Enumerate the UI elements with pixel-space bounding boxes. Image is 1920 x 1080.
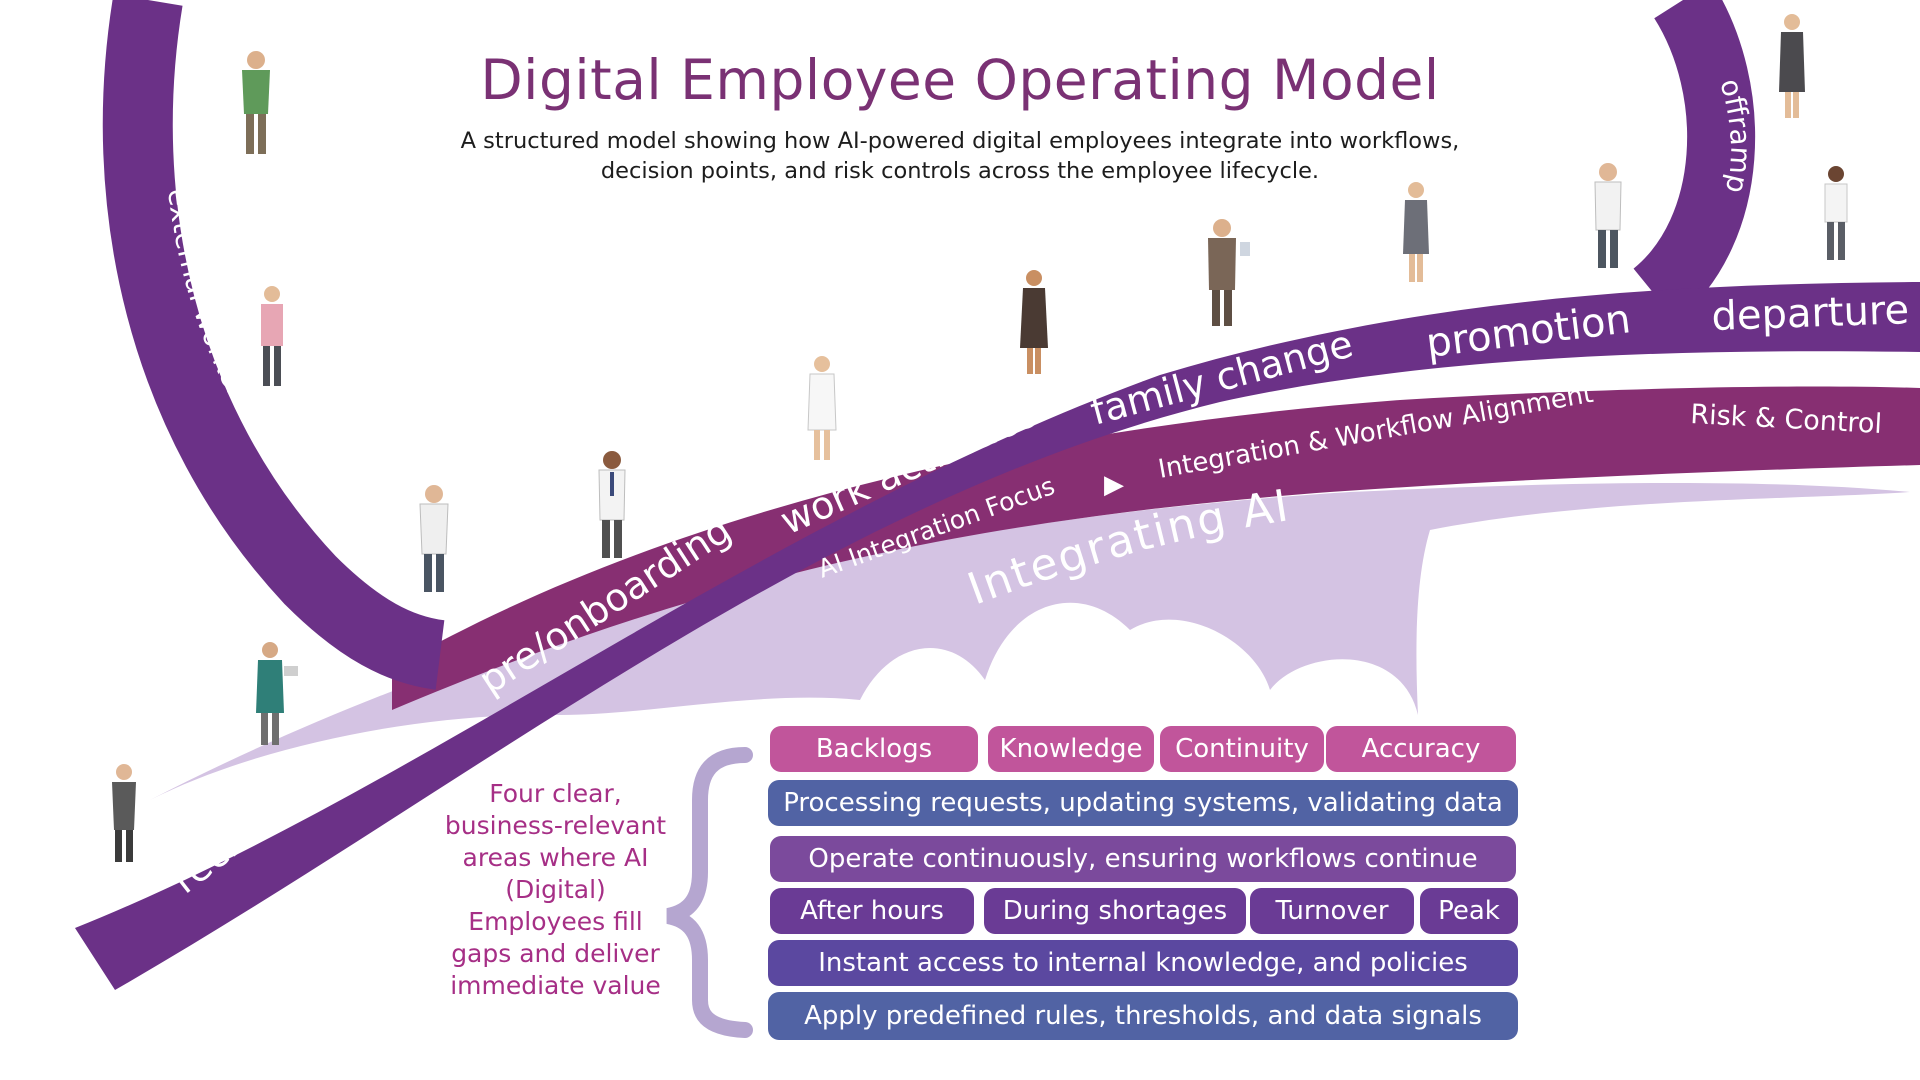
row-processing: Processing requests, updating systems, v… — [768, 780, 1518, 826]
stage-departure: departure — [1711, 287, 1910, 340]
person-blue-tie — [598, 451, 626, 558]
offramp-loop — [1632, 0, 1756, 322]
integrating-ai-cloud — [150, 482, 1910, 800]
person-teal-tablet — [256, 642, 298, 745]
tag-turnover: Turnover — [1250, 888, 1414, 934]
person-green-sweater — [242, 51, 270, 154]
subtitle-line: A structured model showing how AI-powere… — [460, 128, 1460, 154]
person-brown-suit — [1208, 219, 1250, 326]
person-white-shirt — [419, 485, 449, 592]
tag-knowledge: Knowledge — [988, 726, 1154, 772]
description-line: Employees fill — [468, 907, 643, 936]
grouping-brace — [666, 747, 753, 1038]
description-line: business-relevant — [444, 811, 667, 840]
description-line: (Digital) — [505, 875, 606, 904]
row-instant-access: Instant access to internal knowledge, an… — [768, 940, 1518, 986]
description-line: Four clear, — [489, 779, 622, 808]
description-line: areas where AI — [462, 843, 649, 872]
person-white-top — [1824, 166, 1848, 260]
person-white-coat — [807, 356, 837, 460]
integration-band — [392, 386, 1920, 710]
description-line: gaps and deliver — [451, 939, 660, 968]
person-dark-dress — [1779, 14, 1805, 118]
band-arrow-icon: ▶ — [1104, 470, 1124, 500]
description-line: immediate value — [450, 971, 661, 1000]
person-pink-top — [261, 286, 283, 386]
subtitle-line: decision points, and risk controls acros… — [600, 158, 1320, 184]
person-gray-dress — [1403, 182, 1429, 282]
person-white-shirt-tablet — [1594, 163, 1622, 268]
person-gray-suit — [112, 764, 136, 862]
page-title: Digital Employee Operating Model — [480, 48, 1440, 112]
onramp-loop — [102, 0, 446, 690]
value-areas-description: Four clear, business-relevant areas wher… — [428, 778, 683, 1002]
page-subtitle: A structured model showing how AI-powere… — [380, 126, 1540, 186]
tag-continuity: Continuity — [1160, 726, 1324, 772]
tag-peak: Peak — [1420, 888, 1518, 934]
row-apply-rules: Apply predefined rules, thresholds, and … — [768, 992, 1518, 1040]
tag-backlogs: Backlogs — [770, 726, 978, 772]
row-operate-continuously: Operate continuously, ensuring workflows… — [770, 836, 1516, 882]
person-brown-dress — [1020, 270, 1048, 374]
tag-after-hours: After hours — [770, 888, 974, 934]
tag-accuracy: Accuracy — [1326, 726, 1516, 772]
tag-during-shortages: During shortages — [984, 888, 1246, 934]
